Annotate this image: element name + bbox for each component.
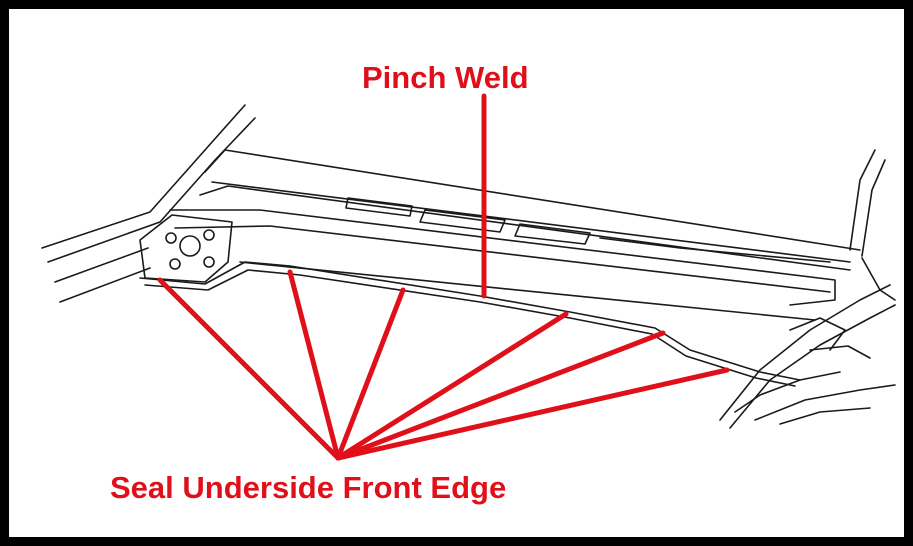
seal-leader-line-2 [287, 269, 341, 461]
seal-leader-line-1 [157, 277, 341, 461]
pinch-weld-label: Pinch Weld [362, 60, 529, 95]
seal-leader-line-4 [335, 311, 569, 461]
windshield-frame-outline [41, 104, 896, 429]
seal-leader-line-6 [335, 367, 730, 461]
seal-leader-line-3 [335, 287, 406, 461]
seal-underside-front-edge-label: Seal Underside Front Edge [110, 470, 507, 505]
seal-leader-line-5 [335, 330, 666, 461]
